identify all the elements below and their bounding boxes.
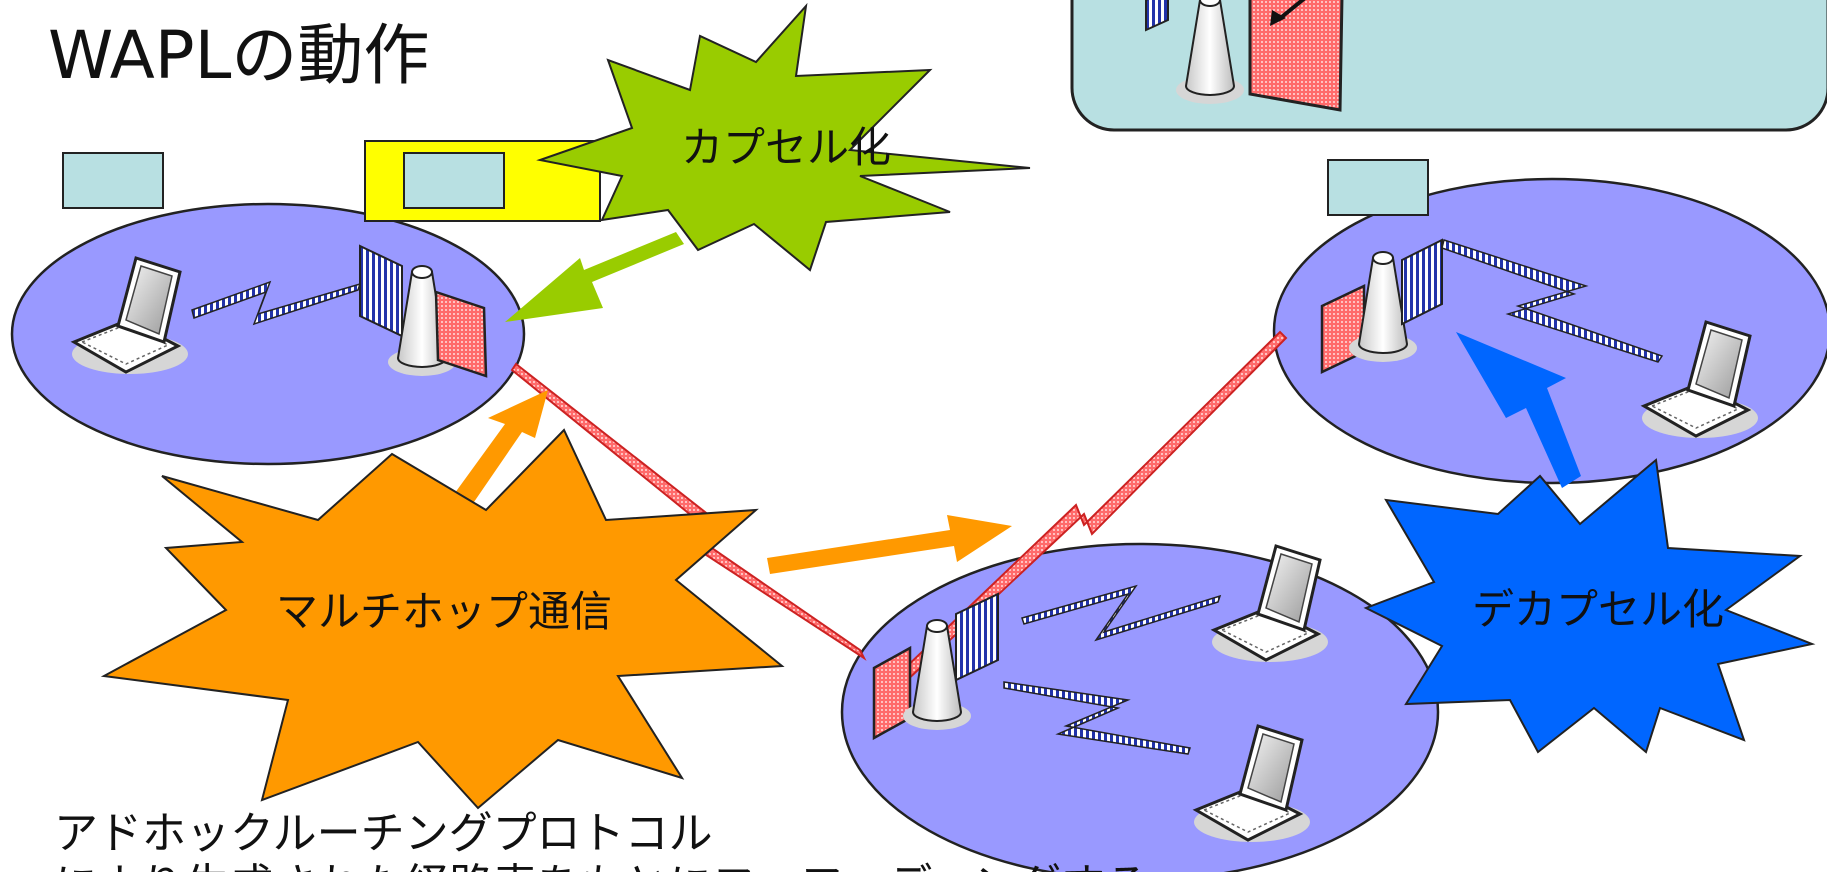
page-title: WAPLの動作 xyxy=(48,17,429,94)
wireless-link-icon xyxy=(191,280,362,326)
mesh-interface-panel xyxy=(434,290,488,378)
access-interface-panel xyxy=(1401,238,1443,326)
encapsulation-burst: カプセル化 xyxy=(536,2,1031,272)
address-box-ap-right xyxy=(1327,159,1429,216)
address-box-ap-left xyxy=(403,152,505,209)
encapsulation-label: カプセル化 xyxy=(681,123,891,172)
arrow-icon xyxy=(767,515,1012,574)
wireless-link-icon xyxy=(1021,584,1222,642)
access-interface-panel xyxy=(955,592,999,682)
caption-line-1: アドホックルーチングプロトコル xyxy=(54,808,713,859)
decapsulation-label: デカプセル化 xyxy=(1472,585,1724,634)
wireless-link-icon xyxy=(1003,681,1191,755)
arrow-icon xyxy=(505,232,684,322)
multihop-burst: マルチホップ通信 xyxy=(100,428,785,810)
address-box-laptop-left xyxy=(62,152,164,209)
multihop-label: マルチホップ通信 xyxy=(276,587,612,636)
caption-line-2: により生成された経路表をもとにフォワーディングする xyxy=(54,860,1149,872)
arrow-icon xyxy=(1456,332,1581,488)
wireless-link-icon xyxy=(1441,239,1664,363)
decapsulation-burst: デカプセル化 xyxy=(1363,458,1816,754)
arrow-icon xyxy=(444,390,548,518)
encapsulation-detail-panel xyxy=(1070,0,1827,132)
